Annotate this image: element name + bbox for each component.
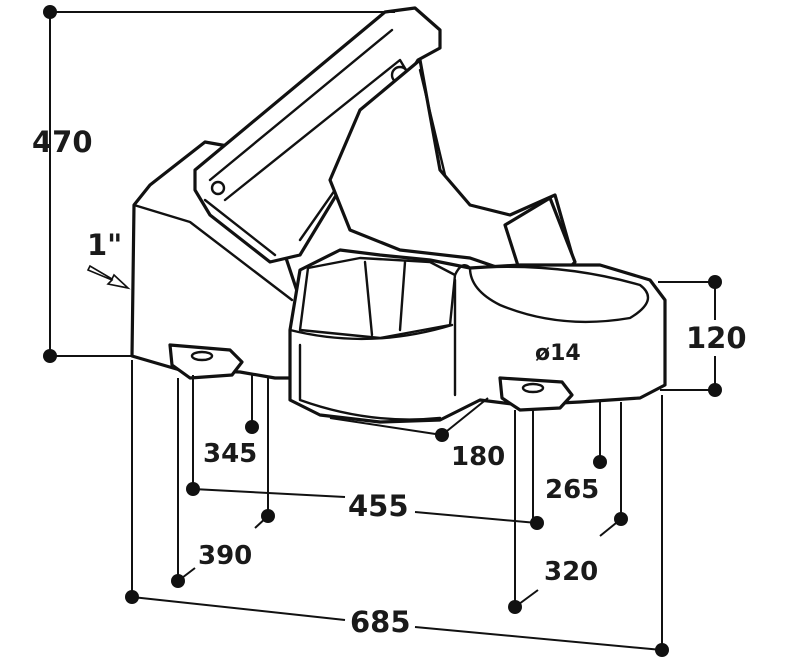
- dimension-lines: [43, 5, 722, 657]
- bowl-outer: [288, 248, 667, 424]
- bowl-front-rim: [288, 323, 454, 341]
- bowl-right-trough: [468, 265, 650, 324]
- water-nozzle-2: [398, 260, 407, 332]
- mounting-lug-right: [498, 376, 574, 412]
- label-320: 320: [544, 557, 598, 587]
- lever-bolt-icon: [210, 180, 226, 196]
- water-nozzle: [363, 260, 374, 337]
- inlet-arrow-icon: [86, 264, 131, 290]
- label-455: 455: [348, 489, 409, 523]
- label-120: 120: [686, 321, 747, 355]
- label-345: 345: [203, 439, 257, 469]
- label-diameter: ø14: [535, 341, 581, 366]
- label-470: 470: [32, 125, 93, 159]
- bowl-lower-left: [298, 343, 442, 421]
- lever-edge: [208, 28, 394, 182]
- label-inlet: 1": [87, 228, 122, 262]
- drinking-bowl-illustration: [86, 6, 667, 424]
- label-390: 390: [198, 541, 252, 571]
- housing-edge: [132, 203, 294, 302]
- label-180: 180: [451, 442, 505, 472]
- bowl-divider: [453, 264, 472, 277]
- tongue-edge: [418, 68, 447, 177]
- lever-underside: [203, 198, 277, 257]
- label-265: 265: [545, 475, 599, 505]
- bowl-left-trough: [298, 256, 457, 340]
- dimension-labels: 470 1" 120 ø14 180 345 455 265 390 320 6…: [32, 125, 747, 639]
- label-685: 685: [350, 605, 411, 639]
- mounting-lug-left: [168, 343, 244, 380]
